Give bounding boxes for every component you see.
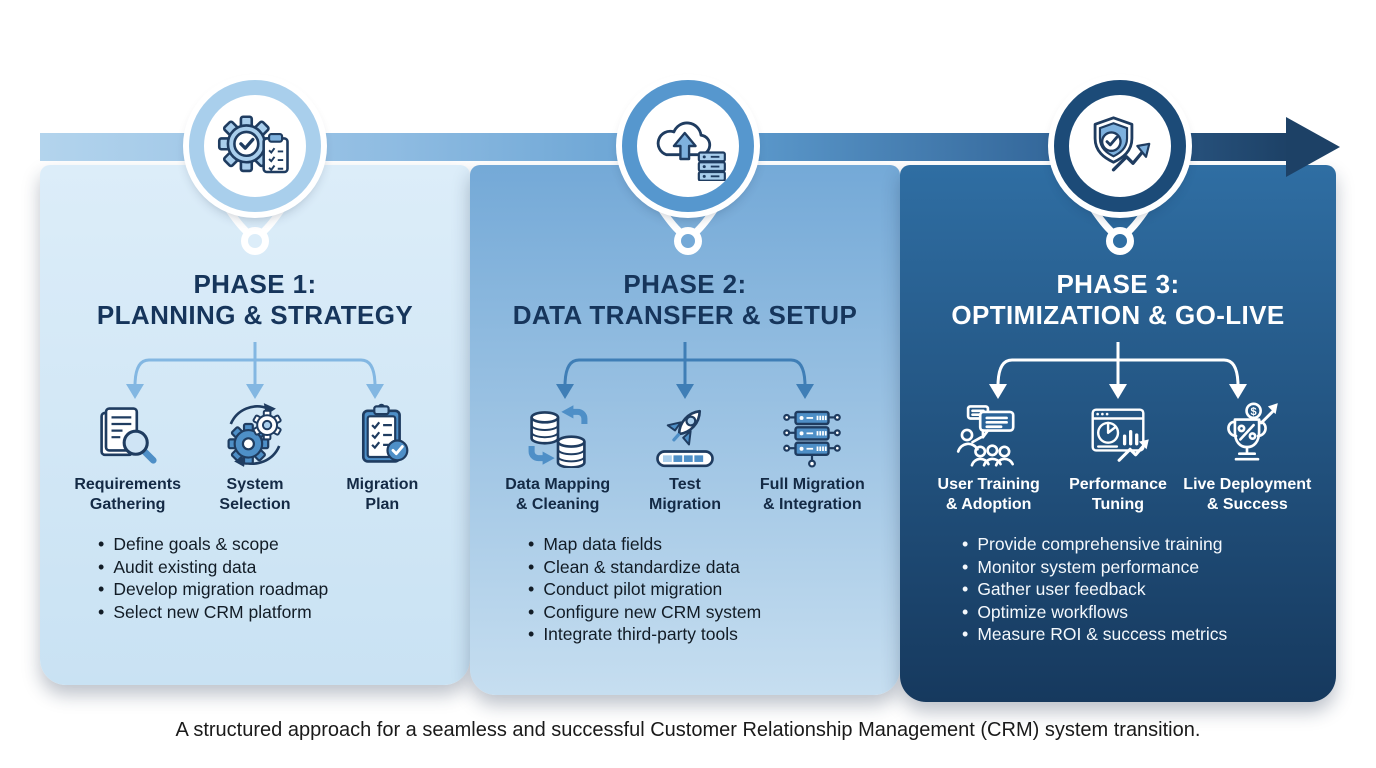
server-network-icon: [783, 410, 842, 468]
bullet-item: Select new CRM platform: [98, 601, 460, 624]
bullet-item: Define goals & scope: [98, 533, 460, 556]
caption-text: A structured approach for a seamless and…: [175, 719, 1201, 741]
sub-item-label: Requirements Gathering: [74, 475, 181, 515]
sub-item-label: Migration Plan: [346, 475, 418, 515]
sub-label-line1: Full Migration: [759, 476, 865, 493]
shield-check-growth-icon: [1093, 116, 1151, 172]
sub-item-label: Test Migration: [649, 475, 721, 515]
document-magnifier-icon: [99, 407, 157, 464]
phase2-title-line1: PHASE 2:: [623, 269, 747, 299]
sub-item-label: User Training & Adoption: [938, 475, 1040, 515]
sub-item: Performance Tuning: [1053, 402, 1182, 515]
marker-tail: [656, 205, 720, 255]
phase3-sub-items: User Training & Adoption: [900, 402, 1336, 515]
bullet-item: Conduct pilot migration: [528, 578, 890, 601]
sub-label-line1: Migration: [346, 476, 419, 493]
sub-label-line2: & Cleaning: [515, 496, 600, 513]
sub-label-line1: User Training: [937, 476, 1040, 493]
training-people-icon: [956, 405, 1015, 467]
sub-item-label: Data Mapping & Cleaning: [505, 475, 610, 515]
phase1-title-line2: PLANNING & STRATEGY: [96, 300, 414, 330]
sub-item-label: Performance Tuning: [1069, 475, 1167, 515]
sub-item: Full Migration & Integration: [749, 402, 876, 515]
sub-label-line2: Plan: [365, 496, 400, 513]
sub-item-label: System Selection: [219, 475, 290, 515]
sub-item: Requirements Gathering: [64, 402, 191, 515]
bullet-item: Map data fields: [528, 533, 890, 556]
sub-label-line2: & Integration: [762, 496, 862, 513]
phase1-marker: [189, 80, 321, 212]
svg-text:$: $: [1251, 406, 1257, 418]
sub-item-label: Live Deployment & Success: [1183, 475, 1311, 515]
sub-label-line2: Migration: [648, 496, 721, 513]
bullet-item: Optimize workflows: [962, 601, 1326, 624]
sub-label-line2: & Adoption: [945, 496, 1032, 513]
phase2-sub-items: Data Mapping & Cleaning: [470, 402, 900, 515]
bullet-list: Map data fieldsClean & standardize dataC…: [470, 533, 900, 646]
phase3-title: PHASE 3: OPTIMIZATION & GO-LIVE: [951, 269, 1284, 331]
phase1-sub-items: Requirements Gathering: [40, 402, 470, 515]
branch-connector: [126, 342, 384, 399]
cloud-upload-server-icon: [656, 121, 726, 181]
bullet-item: Develop migration roadmap: [98, 578, 460, 601]
sub-item: User Training & Adoption: [924, 402, 1053, 515]
clipboard-check-icon: [362, 403, 409, 463]
sub-item-label: Full Migration & Integration: [760, 475, 865, 515]
phase3-title-line2: OPTIMIZATION & GO-LIVE: [951, 300, 1285, 330]
bullet-list: Provide comprehensive trainingMonitor sy…: [900, 533, 1336, 646]
bullet-item: Audit existing data: [98, 556, 460, 579]
sub-label-line1: Requirements: [74, 476, 182, 493]
sub-label-line2: Tuning: [1091, 496, 1145, 513]
sub-label-line1: Data Mapping: [505, 476, 611, 493]
bullet-item: Provide comprehensive training: [962, 533, 1326, 556]
phase1-title: PHASE 1: PLANNING & STRATEGY: [97, 269, 413, 331]
bullet-item: Integrate third-party tools: [528, 623, 890, 646]
sub-item: $ Live Deployment & Success: [1183, 402, 1312, 515]
phase2-title-line2: DATA TRANSFER & SETUP: [512, 300, 858, 330]
bullet-item: Clean & standardize data: [528, 556, 890, 579]
gear-checklist-icon: [217, 115, 289, 174]
bullet-item: Measure ROI & success metrics: [962, 623, 1326, 646]
rocket-progress-icon: [656, 409, 714, 468]
marker-tail: [223, 205, 287, 255]
trophy-success-icon: $: [1227, 402, 1279, 461]
branch-connector: [989, 342, 1247, 399]
branch-connector: [556, 342, 814, 399]
sub-item: Data Mapping & Cleaning: [494, 402, 621, 515]
sub-label-line1: Test: [669, 476, 701, 493]
bullet-item: Gather user feedback: [962, 578, 1326, 601]
marker-tail: [1088, 205, 1152, 255]
sub-item: Migration Plan: [319, 402, 446, 515]
phase2-marker: [622, 80, 754, 212]
gears-cycle-icon: [227, 403, 282, 467]
sub-label-line2: Gathering: [89, 496, 166, 513]
sub-label-line1: Live Deployment: [1183, 476, 1312, 493]
bullet-list: Define goals & scopeAudit existing dataD…: [40, 533, 470, 623]
phase3-marker: [1054, 80, 1186, 212]
sub-item: System Selection: [191, 402, 318, 515]
sub-item: Test Migration: [621, 402, 748, 515]
analytics-dashboard-icon: [1091, 408, 1149, 462]
bullet-item: Monitor system performance: [962, 556, 1326, 579]
phase2-title: PHASE 2: DATA TRANSFER & SETUP: [513, 269, 857, 331]
sub-label-line1: System: [226, 476, 284, 493]
phase1-panel: PHASE 1: PLANNING & STRATEGY: [40, 165, 470, 685]
phase3-title-line1: PHASE 3:: [1056, 269, 1180, 299]
bullet-item: Configure new CRM system: [528, 601, 890, 624]
sub-label-line1: Performance: [1069, 476, 1167, 493]
sub-label-line2: & Success: [1206, 496, 1288, 513]
sub-label-line2: Selection: [219, 496, 291, 513]
database-transfer-icon: [528, 405, 588, 468]
phase1-title-line1: PHASE 1:: [193, 269, 317, 299]
